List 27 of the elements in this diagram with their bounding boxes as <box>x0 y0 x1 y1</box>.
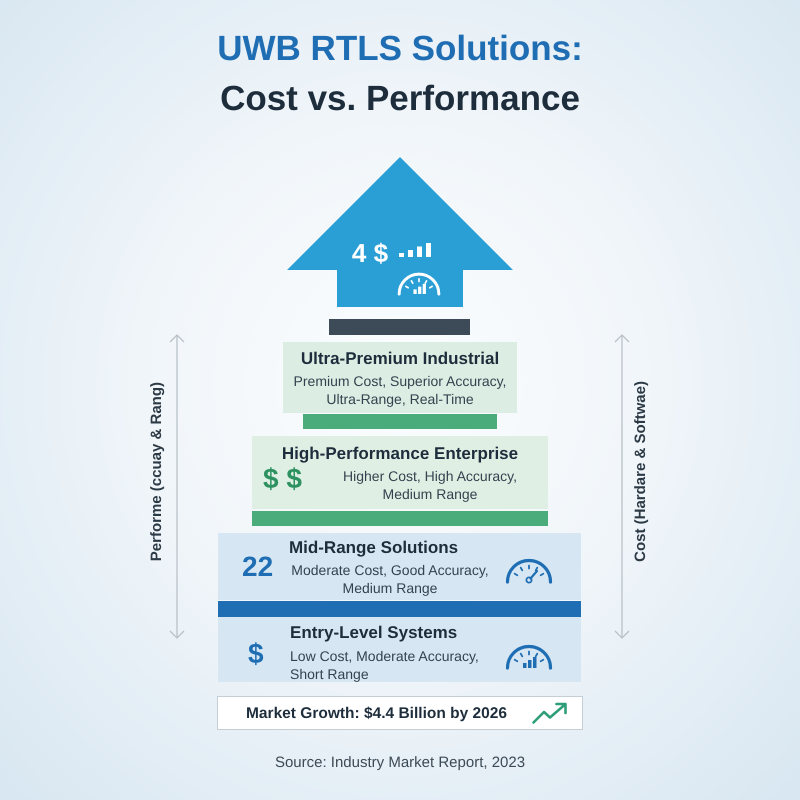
tier-panel <box>218 617 581 682</box>
axis-label: Cost (Hardare & Softwae) <box>632 380 650 562</box>
up-arrow <box>287 157 513 307</box>
tier-bar <box>252 511 548 526</box>
source-caption: Source: Industry Market Report, 2023 <box>274 753 526 773</box>
arrow-label: 4 $ <box>351 238 389 268</box>
stat-text: Market Growth: $4.4 Billion by 2026 <box>246 704 508 724</box>
tier-heading: High-Performance Enterprise <box>281 444 519 464</box>
tier-bar <box>329 319 470 335</box>
tier-heading: Ultra-Premium Industrial <box>300 349 500 369</box>
tier-bar <box>218 601 581 617</box>
stat-banner <box>217 696 583 730</box>
tier-panel <box>218 533 581 600</box>
tier-number: 22 <box>242 551 274 583</box>
tier-panel <box>283 342 517 413</box>
tier-description: Moderate Cost, Good Accuracy, Medium Range <box>290 561 490 597</box>
cost-symbol: $ <box>248 638 265 670</box>
tier-description: Higher Cost, High Accuracy, Medium Range <box>342 467 518 503</box>
axis-label: Performe (ccuay & Rang) <box>148 382 166 561</box>
title: UWB RTLS Solutions: Cost vs. Performance <box>216 28 584 120</box>
tier-description: Low Cost, Moderate Accuracy, Short Range <box>290 647 480 683</box>
cost-symbol: $ $ <box>263 463 303 495</box>
tier-bar <box>303 414 497 429</box>
tier-heading: Entry-Level Systems <box>290 623 458 643</box>
tier-heading: Mid-Range Solutions <box>289 538 460 558</box>
tier-description: Premium Cost, Superior Accuracy, Ultra-Range, Real-Time <box>293 372 507 408</box>
tier-panel <box>252 436 548 509</box>
